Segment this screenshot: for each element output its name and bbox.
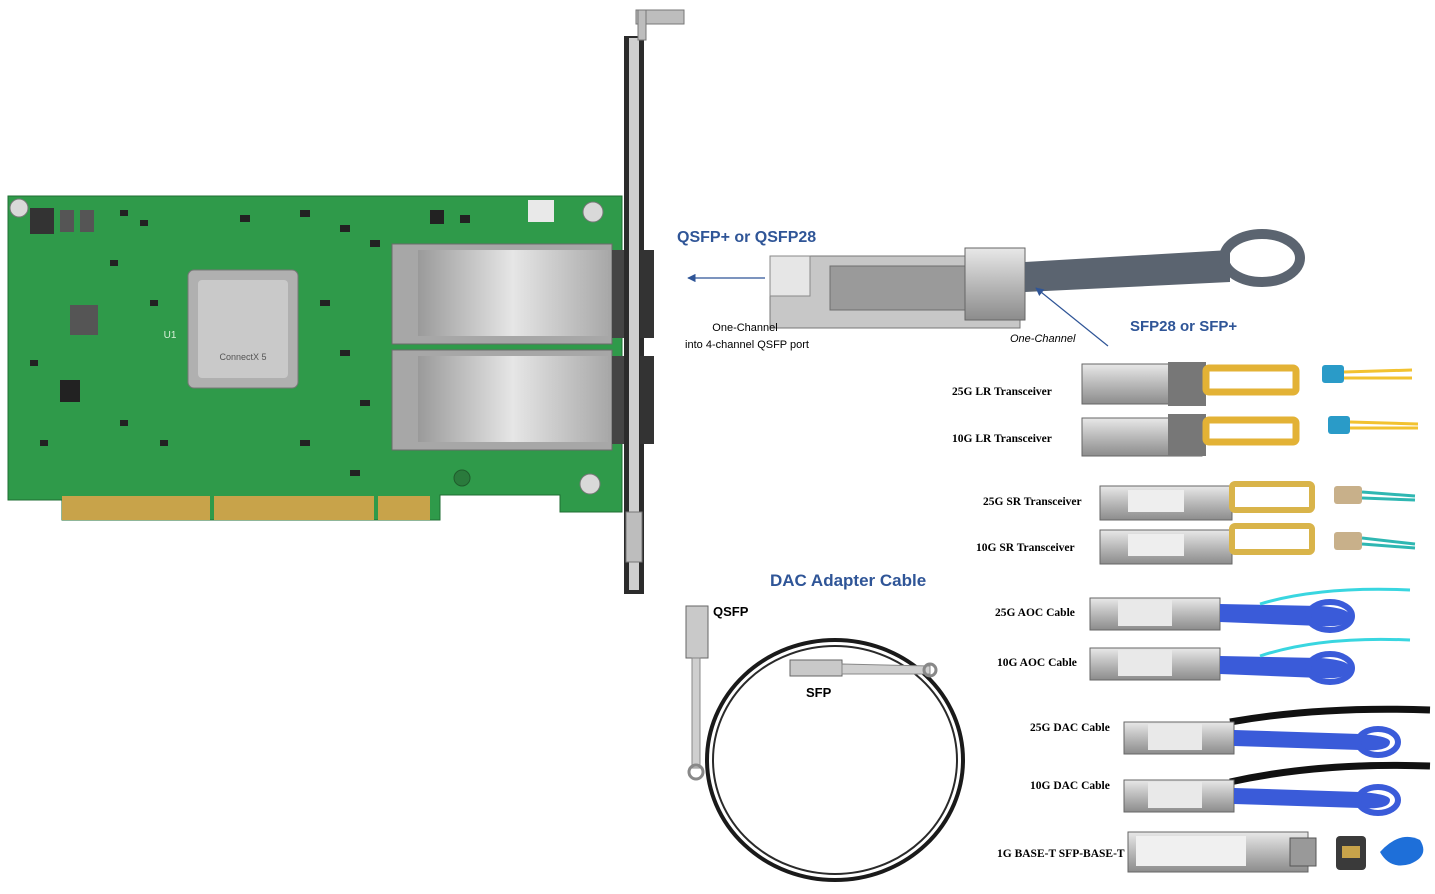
sr-transceiver-10g (1099, 523, 1416, 565)
chip-lid (198, 280, 288, 378)
qsfp-port-title: QSFP+ or QSFP28 (677, 229, 817, 246)
module-label: 25G SR Transceiver (983, 496, 1082, 508)
dac-cable-25g (1123, 705, 1431, 758)
adapter-note-line1: One-Channel (712, 322, 778, 334)
aoc-cable-25g (1089, 587, 1411, 633)
dac-sfp-label: SFP (806, 685, 832, 700)
sfp-modules (1081, 362, 1431, 873)
lr-transceiver-10g (1081, 414, 1419, 457)
qsfp-cage-top (391, 243, 654, 345)
module-label: 10G LR Transceiver (952, 433, 1052, 445)
pcb-components (30, 200, 554, 476)
aoc-cable-10g (1089, 637, 1411, 685)
module-label: 10G AOC Cable (997, 657, 1077, 669)
dac-cable-10g (1123, 761, 1431, 816)
qsfp-end (685, 605, 709, 659)
adapter-note-line2: into 4-channel QSFP port (685, 339, 809, 351)
module-label: 10G SR Transceiver (976, 542, 1075, 554)
sr-transceiver-25g (1099, 481, 1416, 521)
arrow-to-adapter (1035, 287, 1109, 347)
chip-marking: ConnectX 5 (219, 352, 267, 362)
pull-tab (1025, 250, 1230, 292)
sfp-base-t-module (1127, 831, 1424, 873)
dac-qsfp-label: QSFP (713, 604, 749, 619)
qsa-adapter (769, 229, 1305, 329)
module-label: 10G DAC Cable (1030, 780, 1110, 792)
sfp-port-title: SFP28 or SFP+ (1130, 318, 1238, 335)
dac-adapter-cable (685, 605, 965, 882)
qsfp-cage-bottom (391, 349, 654, 451)
pci-bracket (624, 9, 685, 594)
mount-hole (9, 198, 29, 218)
gold-edge-connector (62, 496, 430, 520)
mount-hole (582, 201, 604, 223)
lr-transceiver-25g (1081, 362, 1413, 406)
module-label: 1G BASE-T SFP-BASE-T (997, 848, 1125, 860)
mount-hole (579, 473, 601, 495)
dac-adapter-title: DAC Adapter Cable (770, 571, 927, 590)
mount-hole (453, 469, 471, 487)
module-label: 25G AOC Cable (995, 607, 1075, 619)
network-adapter-card (7, 9, 685, 594)
one-channel-note: One-Channel (1010, 333, 1076, 345)
module-label: 25G LR Transceiver (952, 386, 1052, 398)
module-label: 25G DAC Cable (1030, 722, 1110, 734)
chip-designator: U1 (163, 330, 177, 341)
sfp-end (789, 659, 843, 677)
